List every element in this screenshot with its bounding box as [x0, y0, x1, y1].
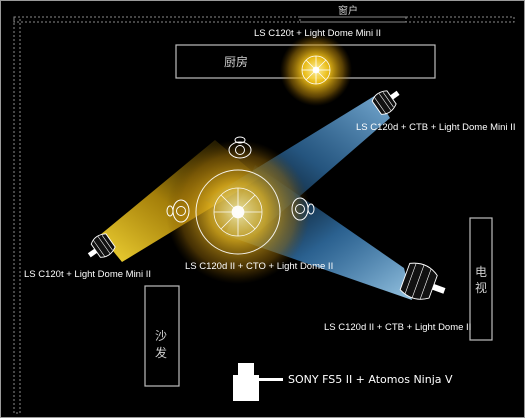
right-top-light-label: LS C120d + CTB + Light Dome Mini II	[356, 122, 515, 133]
tv-label-2: 视	[475, 280, 487, 295]
sofa-label-2: 发	[155, 345, 167, 360]
top-dome-icon	[301, 55, 331, 85]
person-icon-right	[291, 197, 315, 221]
center-light-label: LS C120d II + CTO + Light Dome II	[185, 261, 333, 272]
camera-label: SONY FS5 II + Atomos Ninja V	[288, 373, 453, 386]
camera-icon	[233, 363, 283, 401]
window-label: 窗户	[338, 4, 358, 17]
person-icon-top	[228, 136, 252, 159]
top-wall-left	[13, 16, 301, 23]
tv-label-1: 电	[475, 265, 487, 279]
left-wall	[13, 16, 21, 414]
right-bottom-light-dome-icon	[399, 262, 446, 300]
walls	[13, 16, 515, 414]
sofa-label-1: 沙	[155, 329, 167, 343]
left-light-label: LS C120t + Light Dome Mini II	[24, 269, 151, 280]
right-bottom-light-label: LS C120d II + CTB + Light Dome II	[324, 322, 471, 333]
kitchen-label: 厨房	[224, 54, 248, 69]
center-dome-ring	[195, 169, 281, 255]
tv	[469, 217, 493, 341]
person-icon-left	[166, 199, 190, 223]
center-dome-icon	[213, 187, 263, 237]
left-light-dome-icon	[87, 233, 116, 258]
top-light-label: LS C120t + Light Dome Mini II	[254, 28, 381, 39]
top-wall-right	[405, 16, 515, 23]
sofa	[144, 285, 180, 387]
right-top-light-dome-icon	[371, 90, 400, 115]
